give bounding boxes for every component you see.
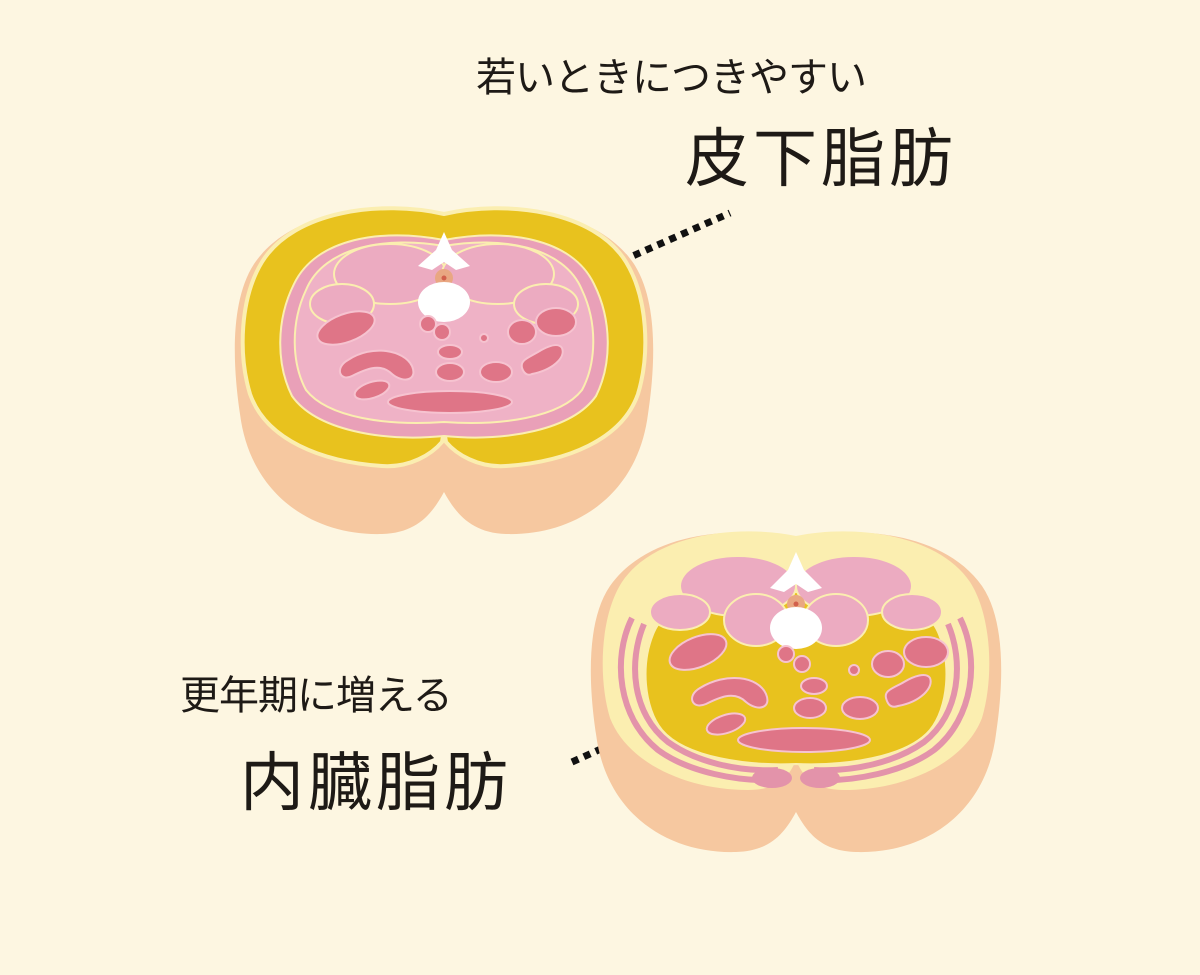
vertebral-body: [770, 607, 822, 649]
subcutaneous-fat-caption: 若いときにつきやすい: [476, 55, 867, 101]
psoas-muscle-left: [649, 593, 711, 631]
spinal-canal: [793, 601, 799, 607]
abdominal-wall-muscles: [617, 616, 975, 784]
subcutaneous-fat-title: 皮下脂肪: [685, 123, 957, 197]
rectus-muscle-left: [752, 768, 792, 788]
internal-organs: [316, 307, 577, 414]
vertebral-body: [418, 282, 470, 322]
psoas-muscle-right: [881, 593, 943, 631]
vertebra-spinous-process: [770, 552, 822, 592]
subcutaneous-leader-line: [608, 209, 732, 270]
rectus-muscle-right: [800, 768, 840, 788]
visceral-fat-caption: 更年期に増える: [180, 673, 453, 719]
subcutaneous-fat-cross-section: [234, 206, 654, 535]
spinal-canal: [441, 275, 447, 281]
vertebra-spinous-process: [418, 232, 470, 270]
visceral-fat-cross-section: [590, 531, 1002, 853]
visceral-fat-title: 内臓脂肪: [240, 747, 512, 821]
internal-organs: [668, 633, 949, 753]
